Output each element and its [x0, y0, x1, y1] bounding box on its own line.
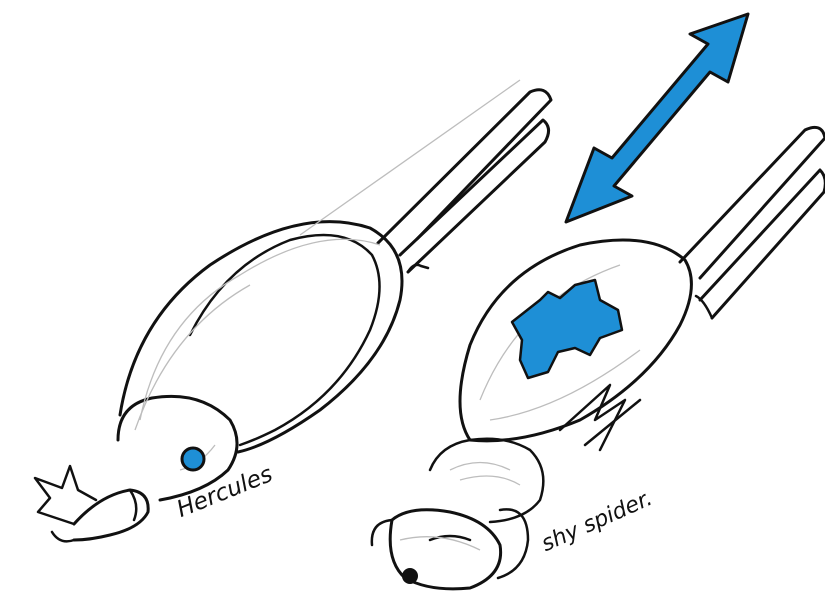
double-headed-arrow-icon	[566, 14, 748, 222]
shy-spider-eye	[402, 568, 418, 584]
hercules-figure	[35, 90, 551, 542]
shy-spider-handle	[680, 127, 825, 278]
hercules-snout	[74, 490, 148, 540]
hercules-eye	[182, 448, 204, 470]
hercules-pencil-lines	[135, 80, 520, 470]
hercules-tail	[35, 466, 96, 524]
shy-spider-head	[430, 439, 543, 522]
blue-cross-marking-icon	[512, 280, 622, 378]
hercules-body	[120, 222, 402, 452]
